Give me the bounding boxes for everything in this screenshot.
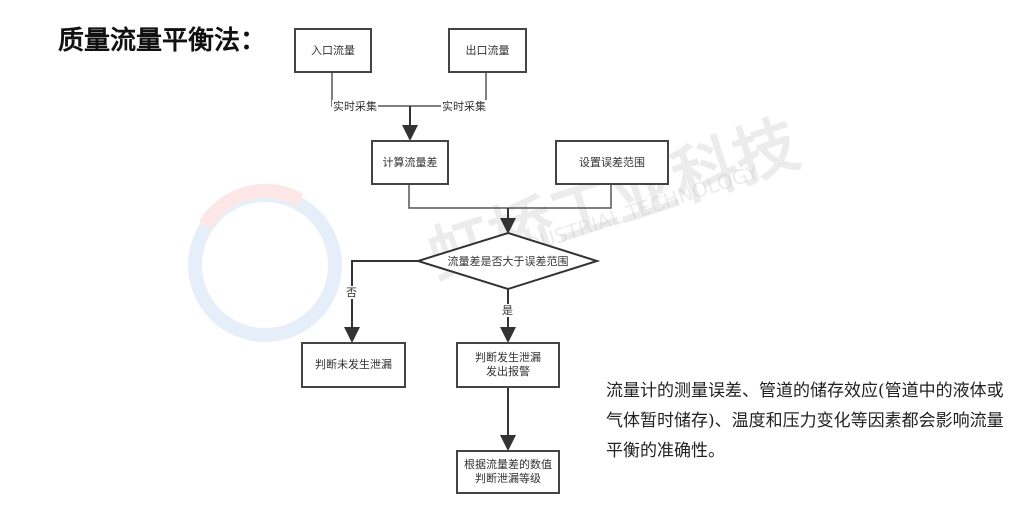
edge-label-yes: 是	[501, 304, 514, 317]
node-leak-alarm: 判断发生泄漏 发出报警	[456, 342, 560, 388]
edge-label-collect-right: 实时采集	[441, 100, 487, 113]
node-set-range: 设置误差范围	[555, 140, 669, 185]
node-inlet-flow: 入口流量	[294, 28, 372, 73]
node-decision-text: 流量差是否大于误差范围	[447, 255, 569, 268]
node-calc-diff: 计算流量差	[371, 140, 449, 185]
edge-label-no: 否	[345, 286, 358, 299]
edge-label-collect-left: 实时采集	[332, 100, 378, 113]
node-outlet-flow: 出口流量	[448, 28, 527, 73]
node-no-leak: 判断未发生泄漏	[301, 342, 406, 388]
page-title: 质量流量平衡法：	[58, 26, 267, 56]
node-leak-grade: 根据流量差的数值 判断泄漏等级	[456, 450, 560, 494]
note-text: 流量计的测量误差、管道的储存效应(管道中的液体或气体暂时储存)、温度和压力变化等…	[606, 381, 1004, 461]
